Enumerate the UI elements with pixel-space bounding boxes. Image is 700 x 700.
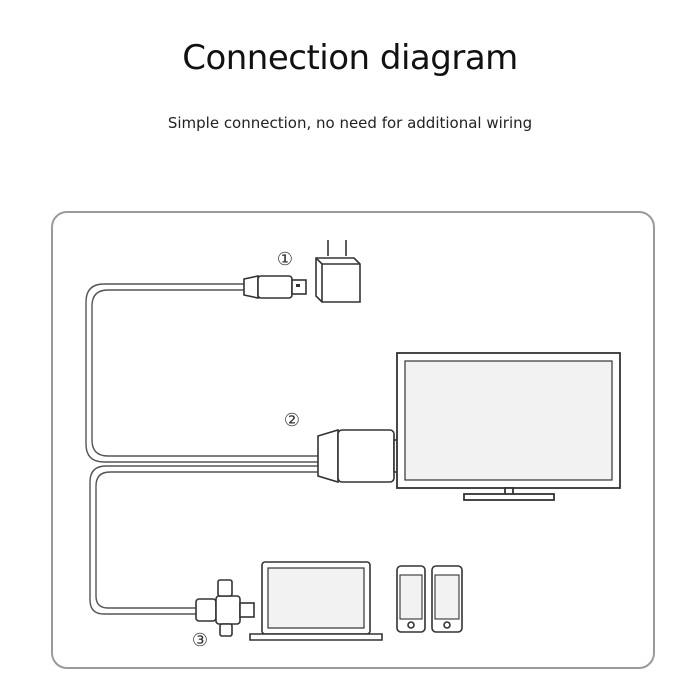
step-3-label: ③ — [192, 630, 208, 651]
step-2-label: ② — [284, 410, 300, 431]
hdmi-dongle-icon — [317, 428, 409, 484]
tv-monitor-icon — [396, 352, 621, 501]
power-adapter-icon — [315, 240, 361, 303]
laptop-icon — [249, 561, 383, 641]
smartphone-icon — [396, 565, 426, 633]
diagram-frame — [51, 211, 655, 669]
page-subtitle: Simple connection, no need for additiona… — [167, 114, 533, 132]
multi-connector-icon — [195, 579, 255, 637]
step-1-label: ① — [277, 249, 293, 270]
smartphone-icon — [431, 565, 463, 633]
cable-lines — [85, 283, 318, 615]
page-title: Connection diagram — [182, 38, 518, 78]
usb-plug-icon — [243, 275, 307, 299]
